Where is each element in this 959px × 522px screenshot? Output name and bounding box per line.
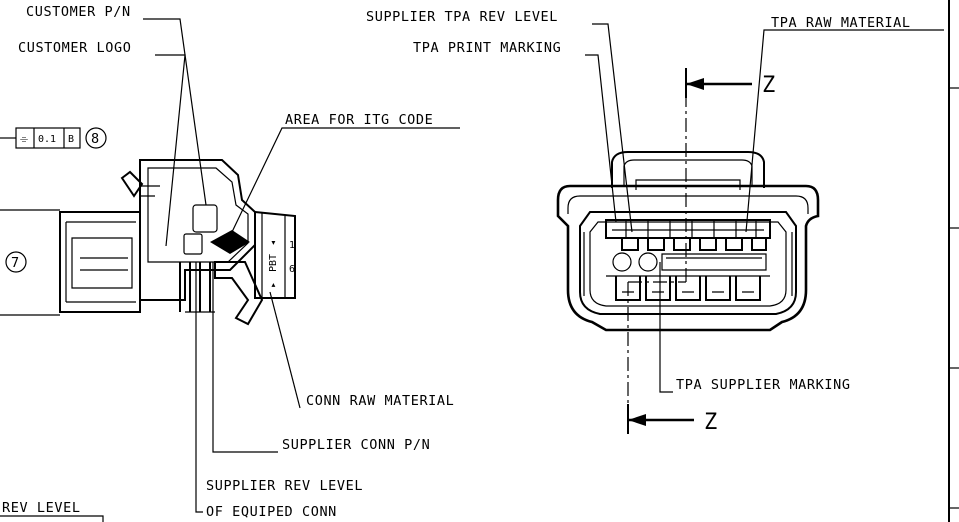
section-mark-bottom: Z [704, 410, 717, 435]
callout-customer-pn: CUSTOMER P/N [26, 4, 207, 206]
callout-customer-logo: CUSTOMER LOGO [18, 40, 186, 247]
svg-text:CUSTOMER P/N: CUSTOMER P/N [26, 4, 131, 20]
svg-text:SUPPLIER TPA REV LEVEL: SUPPLIER TPA REV LEVEL [366, 9, 558, 25]
connector-front-view [556, 151, 820, 332]
svg-text:REV LEVEL: REV LEVEL [2, 500, 81, 516]
title-block-border [948, 0, 959, 522]
callout-conn-raw-material: CONN RAW MATERIAL [269, 291, 454, 409]
svg-text:TPA PRINT MARKING: TPA PRINT MARKING [413, 40, 561, 56]
connector-side-view: PBT ◂ ▸ 1 6 [0, 159, 296, 326]
svg-text:TPA SUPPLIER MARKING: TPA SUPPLIER MARKING [676, 377, 851, 393]
svg-text:◂: ◂ [268, 240, 279, 246]
svg-text:CUSTOMER LOGO: CUSTOMER LOGO [18, 40, 131, 56]
balloon-note-7: 7 [5, 251, 27, 273]
flatness-symbol: ⌯ [20, 134, 28, 145]
callout-area-itg-code: AREA FOR ITG CODE [231, 112, 460, 233]
material-mark: PBT [268, 254, 279, 272]
svg-text:OF EQUIPED CONN: OF EQUIPED CONN [206, 504, 337, 520]
section-mark-top: Z [762, 73, 775, 98]
tolerance-value: 0.1 [38, 134, 56, 145]
customer-pn-box [192, 204, 218, 233]
itg-code-diamond [210, 230, 250, 254]
svg-text:8: 8 [91, 131, 100, 147]
svg-text:AREA FOR ITG CODE: AREA FOR ITG CODE [285, 112, 433, 128]
pin-6-mark: 6 [289, 264, 295, 275]
section-line-z [627, 68, 752, 434]
callout-tpa-supplier-marking: TPA SUPPLIER MARKING [659, 262, 851, 393]
pin-1-mark: 1 [289, 240, 295, 251]
callout-tpa-print-marking: TPA PRINT MARKING [413, 40, 617, 223]
svg-text:TPA RAW MATERIAL: TPA RAW MATERIAL [771, 15, 911, 31]
callout-supplier-conn-pn: SUPPLIER CONN P/N [212, 262, 430, 453]
svg-text:7: 7 [11, 255, 20, 271]
tolerance-frame: ⌯ 0.1 B [0, 127, 81, 149]
svg-text:SUPPLIER REV LEVEL: SUPPLIER REV LEVEL [206, 478, 363, 494]
customer-logo-box [183, 233, 203, 255]
svg-text:CONN RAW MATERIAL: CONN RAW MATERIAL [306, 393, 454, 409]
datum-ref: B [68, 134, 74, 145]
callout-rev-level: REV LEVEL [0, 500, 104, 522]
callout-supplier-tpa-rev-level: SUPPLIER TPA REV LEVEL [366, 9, 633, 233]
balloon-note-8: 8 [85, 127, 107, 149]
callout-supplier-rev-level: SUPPLIER REV LEVEL OF EQUIPED CONN [195, 262, 363, 520]
svg-text:▸: ▸ [268, 282, 279, 288]
svg-text:SUPPLIER CONN P/N: SUPPLIER CONN P/N [282, 437, 430, 453]
callout-tpa-raw-material: TPA RAW MATERIAL [745, 15, 944, 233]
